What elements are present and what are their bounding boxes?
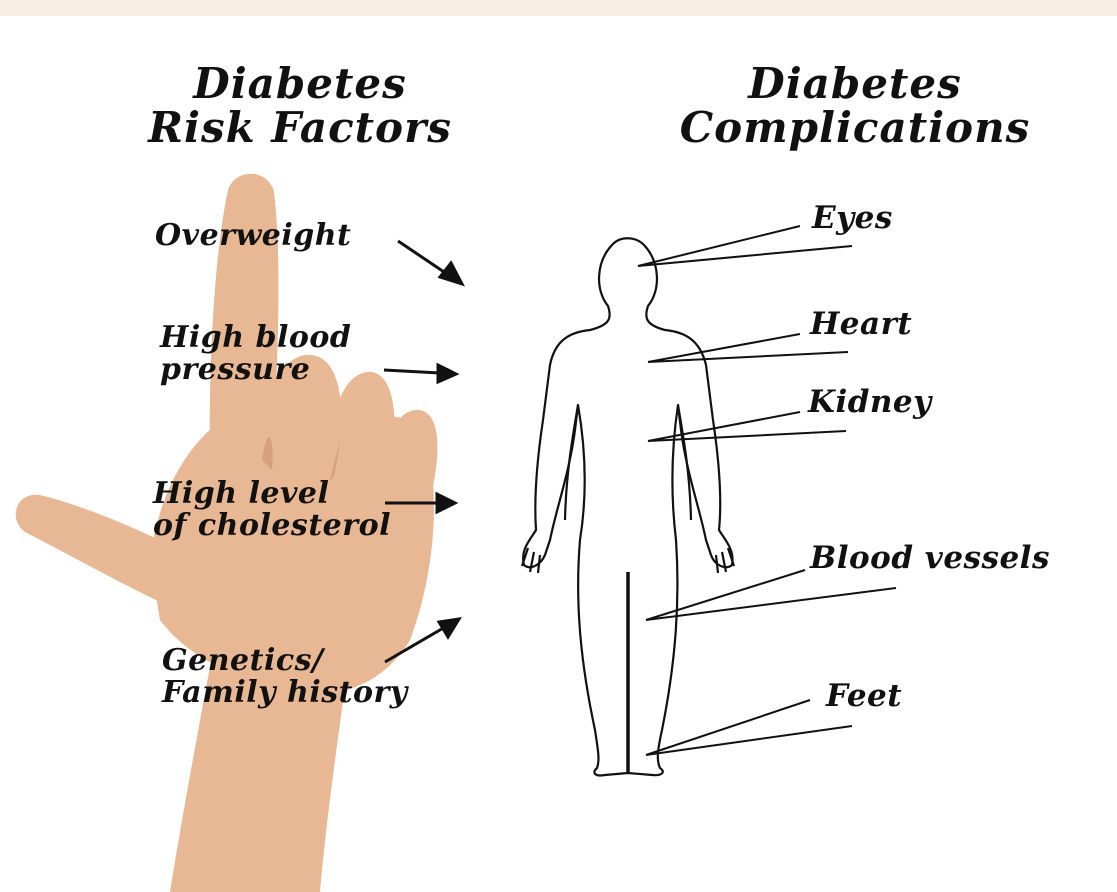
risk-factor-line1: High level bbox=[153, 478, 391, 510]
human-body-outline-icon bbox=[522, 238, 734, 775]
arrowhead-cholesterol bbox=[437, 494, 455, 512]
risk-factor-line1: Overweight bbox=[155, 220, 351, 252]
risk-factor-line1: Genetics/ bbox=[162, 645, 408, 677]
risk-factor-genetics: Genetics/ Family history bbox=[162, 645, 408, 708]
arrow-high-blood-pressure bbox=[384, 370, 440, 373]
complication-kidney: Kidney bbox=[808, 386, 932, 419]
risk-factor-line2: of cholesterol bbox=[153, 510, 391, 542]
complication-blood-vessels: Blood vessels bbox=[810, 542, 1050, 575]
arrow-overweight bbox=[398, 241, 450, 276]
arrowhead-high-blood-pressure bbox=[438, 365, 456, 382]
risk-factor-cholesterol: High level of cholesterol bbox=[153, 478, 391, 541]
risk-factors-heading-line1: Diabetes bbox=[140, 62, 460, 106]
risk-factor-high-blood-pressure: High blood pressure bbox=[160, 322, 351, 385]
complication-heart: Heart bbox=[810, 308, 912, 341]
line-blood-vessels bbox=[646, 570, 896, 620]
arrowhead-genetics bbox=[439, 619, 459, 637]
risk-factor-overweight: Overweight bbox=[155, 220, 351, 252]
complication-eyes: Eyes bbox=[812, 202, 893, 235]
complication-feet: Feet bbox=[826, 680, 902, 713]
complications-heading-line1: Diabetes bbox=[670, 62, 1040, 106]
complications-heading: Diabetes Complications bbox=[670, 62, 1040, 150]
risk-factor-line1: High blood bbox=[160, 322, 351, 354]
risk-factors-heading: Diabetes Risk Factors bbox=[140, 62, 460, 150]
complications-heading-line2: Complications bbox=[670, 106, 1040, 150]
line-feet bbox=[646, 700, 852, 755]
body-arm-right-inner bbox=[678, 405, 691, 520]
risk-factor-line2: pressure bbox=[160, 354, 351, 386]
risk-factor-line2: Family history bbox=[162, 677, 408, 709]
arrowhead-overweight bbox=[440, 263, 462, 284]
body-arm-left-inner bbox=[565, 405, 578, 520]
hand-folded-finger-2 bbox=[330, 372, 395, 465]
risk-factors-heading-line2: Risk Factors bbox=[140, 106, 460, 150]
